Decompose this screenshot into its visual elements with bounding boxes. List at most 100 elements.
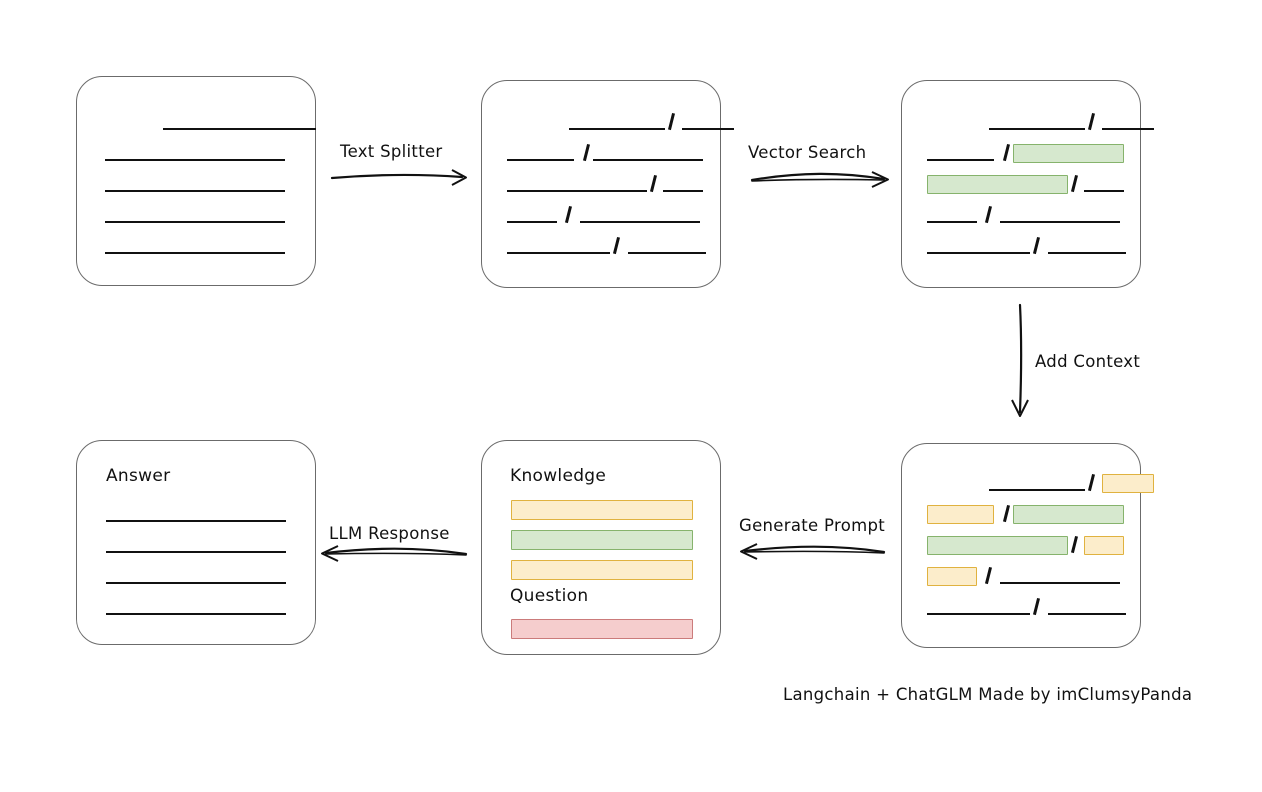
document-row bbox=[927, 596, 1128, 618]
text-line-segment bbox=[1048, 235, 1126, 257]
text-line-segment bbox=[106, 565, 286, 587]
arrow-vector-search bbox=[750, 171, 889, 188]
text-line-segment bbox=[1084, 173, 1124, 195]
slash-separator-icon bbox=[1085, 111, 1098, 133]
row-gap bbox=[507, 122, 569, 123]
text-line-segment bbox=[1000, 565, 1120, 587]
text-line-segment bbox=[106, 534, 286, 556]
knowledge-label: Knowledge bbox=[510, 466, 607, 486]
text-line-segment bbox=[628, 235, 706, 257]
highlight-chip-green bbox=[1013, 504, 1124, 524]
text-line-segment bbox=[1048, 596, 1126, 618]
knowledge-bar-2 bbox=[511, 530, 693, 550]
document-row bbox=[927, 204, 1128, 226]
text-line-segment bbox=[507, 173, 647, 195]
text-line-segment bbox=[507, 142, 574, 164]
edge-label-generate-prompt: Generate Prompt bbox=[739, 516, 885, 535]
slash-separator-icon bbox=[1030, 235, 1043, 257]
document-row bbox=[507, 204, 708, 226]
highlight-chip-yellow bbox=[1102, 473, 1154, 493]
context-added-box[interactable] bbox=[901, 443, 1154, 648]
arrow-llm-response bbox=[321, 545, 468, 562]
document-row bbox=[105, 142, 301, 164]
knowledge-bar-1 bbox=[511, 500, 693, 520]
text-line-segment bbox=[106, 596, 286, 618]
text-line-segment bbox=[927, 596, 1030, 618]
document-row bbox=[927, 173, 1128, 195]
slash-separator-icon bbox=[580, 142, 593, 164]
generated-prompt-box[interactable]: Knowledge Question bbox=[481, 440, 721, 655]
row-gap bbox=[927, 122, 989, 123]
question-label: Question bbox=[510, 586, 589, 606]
text-line-segment bbox=[927, 235, 1030, 257]
document-row bbox=[507, 173, 708, 195]
vector-matches-box[interactable] bbox=[901, 80, 1154, 288]
text-line-segment bbox=[163, 111, 316, 133]
document-row bbox=[106, 534, 301, 556]
footer-credit: Langchain + ChatGLM Made by imClumsyPand… bbox=[783, 685, 1193, 704]
highlight-chip-green bbox=[927, 174, 1068, 194]
text-line-segment bbox=[507, 235, 610, 257]
document-row bbox=[507, 142, 708, 164]
knowledge-bar-3 bbox=[511, 560, 693, 580]
document-row bbox=[927, 503, 1128, 525]
highlight-chip-green bbox=[927, 535, 1068, 555]
slash-separator-icon bbox=[1000, 503, 1013, 525]
text-line-segment bbox=[1102, 111, 1154, 133]
text-line-segment bbox=[105, 235, 285, 257]
edge-label-text-splitter: Text Splitter bbox=[340, 142, 443, 161]
answer-box[interactable]: Answer bbox=[76, 440, 316, 645]
document-row bbox=[927, 472, 1154, 494]
slash-separator-icon bbox=[1000, 142, 1013, 164]
text-line-segment bbox=[105, 204, 285, 226]
slash-separator-icon bbox=[982, 204, 995, 226]
text-line-segment bbox=[663, 173, 703, 195]
slash-separator-icon bbox=[562, 204, 575, 226]
document-row bbox=[927, 111, 1154, 133]
document-row bbox=[507, 111, 734, 133]
document-row bbox=[106, 596, 301, 618]
text-line-segment bbox=[507, 204, 557, 226]
answer-title: Answer bbox=[106, 466, 171, 486]
document-row bbox=[105, 235, 301, 257]
document-row bbox=[927, 235, 1128, 257]
row-gap bbox=[105, 122, 163, 123]
text-line-segment bbox=[569, 111, 665, 133]
text-line-segment bbox=[1000, 204, 1120, 226]
edge-label-add-context: Add Context bbox=[1035, 352, 1141, 371]
highlight-chip-yellow bbox=[927, 504, 994, 524]
split-chunks-box[interactable] bbox=[481, 80, 734, 288]
document-row bbox=[105, 173, 301, 195]
text-line-segment bbox=[682, 111, 734, 133]
document-row bbox=[106, 565, 301, 587]
slash-separator-icon bbox=[610, 235, 623, 257]
slash-separator-icon bbox=[1068, 173, 1081, 195]
row-gap bbox=[927, 483, 989, 484]
question-bar-1 bbox=[511, 619, 693, 639]
highlight-chip-yellow bbox=[927, 566, 977, 586]
document-row bbox=[507, 235, 708, 257]
document-row bbox=[105, 204, 301, 226]
slash-separator-icon bbox=[665, 111, 678, 133]
highlight-chip-yellow bbox=[1084, 535, 1124, 555]
text-line-segment bbox=[106, 503, 286, 525]
slash-separator-icon bbox=[982, 565, 995, 587]
arrow-text-splitter bbox=[330, 169, 467, 186]
slash-separator-icon bbox=[1085, 472, 1098, 494]
text-line-segment bbox=[593, 142, 703, 164]
slash-separator-icon bbox=[1030, 596, 1043, 618]
edge-label-llm-response: LLM Response bbox=[329, 524, 450, 543]
highlight-chip-green bbox=[1013, 143, 1124, 163]
text-line-segment bbox=[105, 142, 285, 164]
document-row bbox=[927, 142, 1128, 164]
arrow-add-context bbox=[1011, 303, 1029, 417]
document-row bbox=[927, 534, 1128, 556]
document-row bbox=[927, 565, 1128, 587]
text-line-segment bbox=[927, 142, 994, 164]
text-line-segment bbox=[989, 472, 1085, 494]
arrow-generate-prompt bbox=[740, 543, 886, 560]
document-row bbox=[106, 503, 301, 525]
text-line-segment bbox=[927, 204, 977, 226]
source-document-box[interactable] bbox=[76, 76, 316, 286]
